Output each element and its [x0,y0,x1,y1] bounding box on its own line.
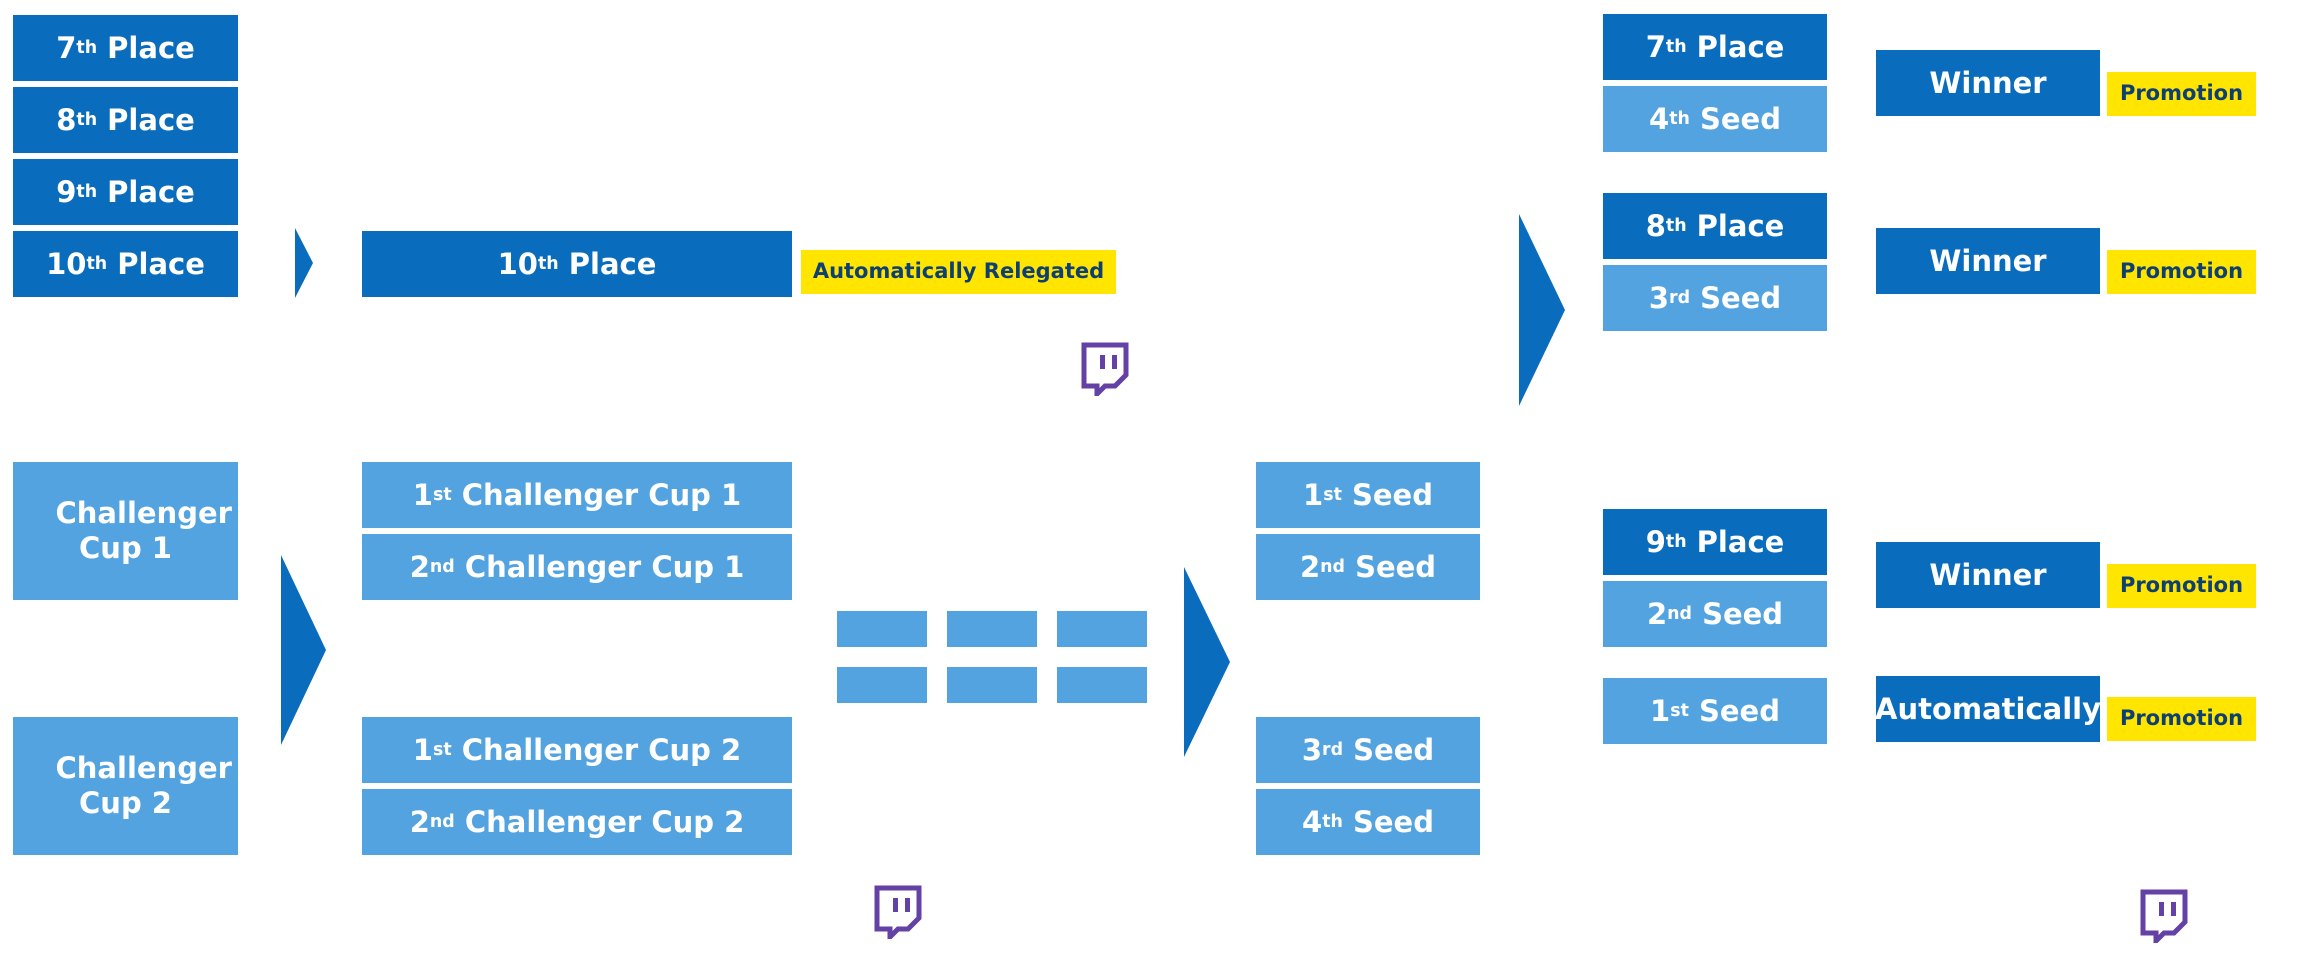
challenger-cup-label: Challenger Cup 2 [55,751,232,820]
promotion-tag: Promotion [2107,564,2256,608]
ordinal-number: 2 [409,549,430,584]
ordinal-number: 4 [1302,804,1323,839]
relegated-tag: Automatically Relegated [801,250,1116,294]
bracket-slot [837,611,927,647]
twitch-icon[interactable] [870,885,922,939]
ordinal-number: 8 [56,102,77,137]
ordinal-number: 4 [1649,101,1670,136]
match4-result: Automatically [1875,676,2101,742]
match1-result: Winner [1876,50,2100,116]
challenger-cup-label: Challenger Cup 1 [55,496,232,565]
ordinal-number: 3 [1648,280,1670,315]
bracket-slot [1057,611,1147,647]
arrow-to-qualifiers [281,555,326,745]
ordinal-number: 10 [46,246,87,281]
ordinal-number: 3 [1301,732,1323,767]
arrow-to-seeds [1184,567,1230,757]
challenger-cup-2: Challenger Cup 2 [13,717,238,855]
place-label: Place [97,102,195,137]
seed-label: Seed [1342,804,1434,839]
seed-label: Seed [1688,693,1780,728]
place-label: Place [97,30,195,65]
twitch-icon[interactable] [2136,889,2188,943]
ordinal-number: 7 [1645,29,1666,64]
ordinal-number: 9 [1645,524,1666,559]
bracket-slot [947,611,1037,647]
ordinal-number: 2 [1646,596,1668,631]
ordinal-number: 1 [412,732,433,767]
match2-result: Winner [1876,228,2100,294]
seed-label: Seed [1344,549,1437,584]
ordinal-number: 2 [409,804,430,839]
challenger-cup-1: Challenger Cup 1 [13,462,238,600]
arrow-to-promotion [1519,214,1565,406]
qualifier-label: Challenger Cup 1 [451,477,742,512]
ordinal-number: 7 [56,30,77,65]
ordinal-number: 9 [56,174,77,209]
ordinal-number: 1 [1650,693,1671,728]
twitch-icon[interactable] [1077,342,1129,396]
promotion-tag: Promotion [2107,72,2256,116]
ordinal-number: 10 [497,246,538,281]
seed-label: Seed [1690,280,1782,315]
place-label: Place [1686,524,1785,559]
place-label: Place [558,246,657,281]
seed-label: Seed [1689,101,1781,136]
ordinal-number: 8 [1645,208,1666,243]
seed-label: Seed [1691,596,1784,631]
small-arrow [295,228,313,298]
qualifier-label: Challenger Cup 2 [454,804,745,839]
place-label: Place [1686,29,1785,64]
ordinal-number: 1 [412,477,433,512]
bracket-slot [837,667,927,703]
seed-label: Seed [1341,477,1433,512]
bracket-slot [1057,667,1147,703]
ordinal-number: 1 [1303,477,1324,512]
promotion-tag: Promotion [2107,250,2256,294]
bracket-slot [947,667,1037,703]
qualifier-label: Challenger Cup 2 [451,732,742,767]
match3-result: Winner [1876,542,2100,608]
place-label: Place [97,174,195,209]
place-label: Place [107,246,205,281]
qualifier-label: Challenger Cup 1 [454,549,745,584]
place-label: Place [1686,208,1785,243]
ordinal-number: 2 [1299,549,1321,584]
seed-label: Seed [1343,732,1435,767]
promotion-tag: Promotion [2107,697,2256,741]
